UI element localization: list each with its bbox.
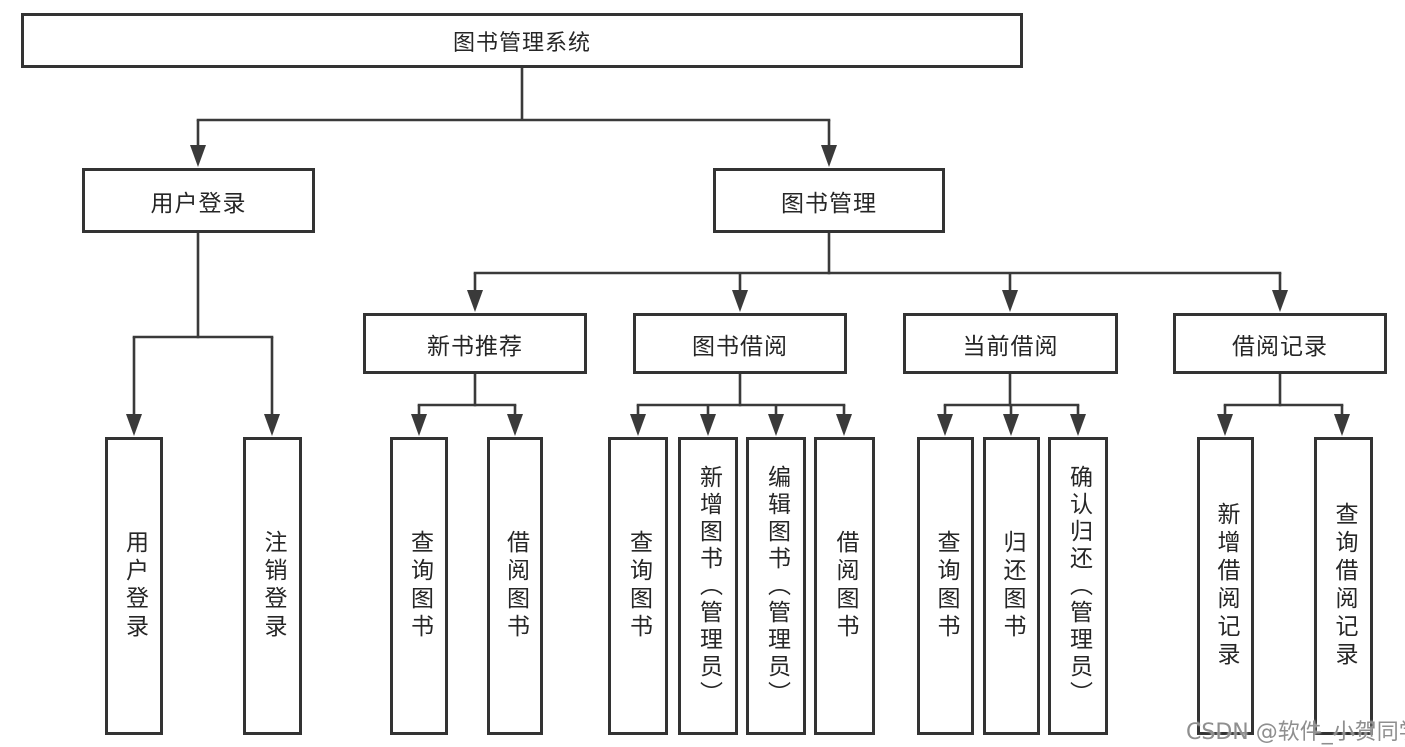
leaf-cb-query-book: 查询图书 (917, 437, 974, 735)
leaf-bb-add-book-label: 新增图书（管理员） (695, 464, 722, 708)
node-root-label: 图书管理系统 (452, 30, 591, 56)
leaf-logout-label: 注销登录 (260, 530, 286, 642)
node-root: 图书管理系统 (21, 13, 1023, 68)
leaf-nbr-borrow-book: 借阅图书 (487, 437, 543, 735)
node-current-borrow: 当前借阅 (903, 313, 1118, 374)
node-user-login-label: 用户登录 (150, 190, 247, 217)
leaf-br-query-record: 查询借阅记录 (1314, 437, 1373, 735)
leaf-bb-borrow-book-label: 借阅图书 (832, 530, 858, 642)
node-borrow-record: 借阅记录 (1173, 313, 1387, 374)
node-new-book-recommend-label: 新书推荐 (427, 333, 523, 360)
leaf-br-query-record-label: 查询借阅记录 (1331, 502, 1357, 670)
leaf-br-add-record: 新增借阅记录 (1197, 437, 1254, 735)
node-book-management: 图书管理 (713, 168, 945, 233)
leaf-br-add-record-label: 新增借阅记录 (1213, 502, 1239, 670)
leaf-cb-confirm-return: 确认归还（管理员） (1048, 437, 1108, 735)
leaf-bb-query-book-label: 查询图书 (625, 530, 652, 642)
leaf-user-login-label: 用户登录 (121, 530, 148, 642)
node-current-borrow-label: 当前借阅 (962, 333, 1059, 360)
node-user-login: 用户登录 (82, 168, 315, 233)
leaf-bb-edit-book: 编辑图书（管理员） (746, 437, 806, 735)
leaf-nbr-query-book: 查询图书 (390, 437, 448, 735)
leaf-nbr-borrow-book-label: 借阅图书 (502, 530, 529, 642)
leaf-logout: 注销登录 (243, 437, 302, 735)
leaf-bb-borrow-book: 借阅图书 (814, 437, 875, 735)
leaf-bb-query-book: 查询图书 (608, 437, 668, 735)
node-book-borrow: 图书借阅 (633, 313, 847, 374)
leaf-cb-return-book-label: 归还图书 (999, 530, 1025, 642)
node-book-borrow-label: 图书借阅 (692, 333, 788, 360)
node-new-book-recommend: 新书推荐 (363, 313, 587, 374)
leaf-cb-query-book-label: 查询图书 (933, 530, 959, 642)
leaf-bb-edit-book-label: 编辑图书（管理员） (763, 464, 790, 708)
leaf-user-login: 用户登录 (105, 437, 163, 735)
node-book-management-label: 图书管理 (781, 190, 877, 217)
watermark: CSDN @软件_小贺同学 (1186, 720, 1405, 745)
leaf-bb-add-book: 新增图书（管理员） (678, 437, 738, 735)
leaf-nbr-query-book-label: 查询图书 (406, 530, 433, 642)
node-borrow-record-label: 借阅记录 (1232, 333, 1328, 360)
leaf-cb-return-book: 归还图书 (983, 437, 1040, 735)
leaf-cb-confirm-return-label: 确认归还（管理员） (1065, 464, 1092, 708)
